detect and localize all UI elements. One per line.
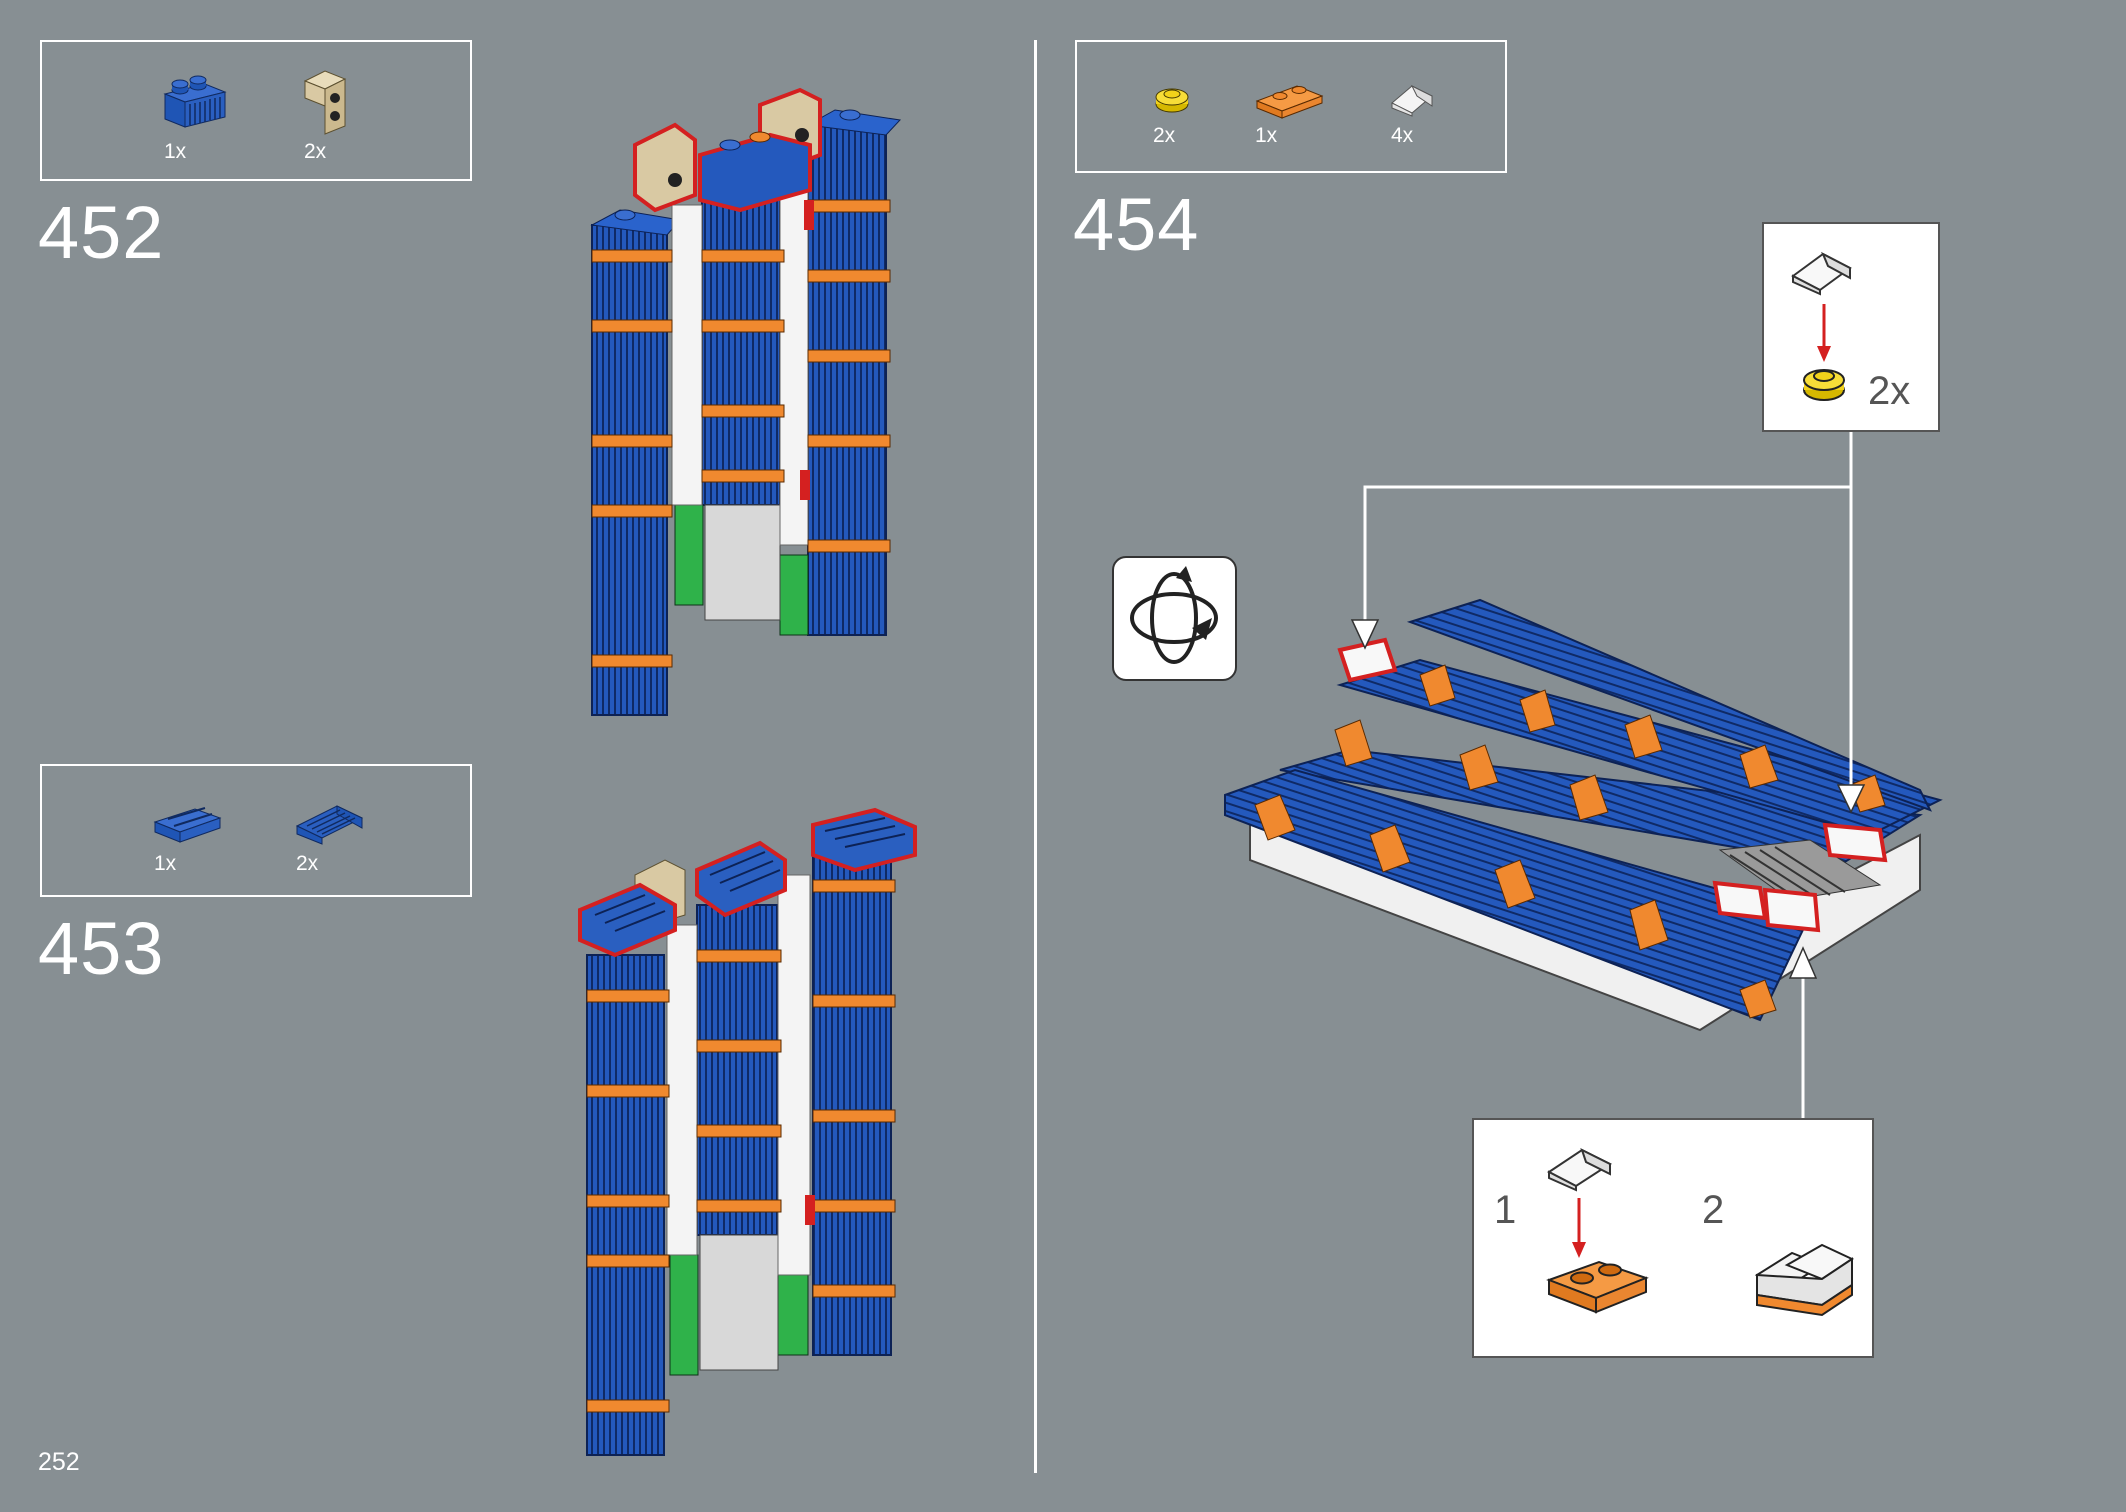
rotate-model-icon	[1112, 556, 1237, 681]
sub-step-number: 1	[1494, 1188, 1517, 1232]
parts-list-452: 1x 2x	[40, 40, 472, 181]
white-slope-icon	[1547, 1148, 1613, 1192]
part-qty: 1x	[154, 852, 177, 875]
tan-bracket-icon	[303, 70, 347, 135]
callout-slope-on-orange-plate: 1 2	[1472, 1118, 1874, 1358]
parts-list-453: 1x 2x	[40, 764, 472, 897]
yellow-round-plate-icon	[1155, 88, 1189, 113]
part-qty: 2x	[296, 852, 319, 875]
part-qty: 2x	[1153, 124, 1176, 147]
orange-plate-1x2-icon	[1546, 1260, 1649, 1314]
red-arrow-icon	[1572, 1198, 1586, 1258]
callout-slope-on-round-plate: 2x	[1762, 222, 1940, 432]
blue-slope-grille-icon	[295, 805, 364, 845]
slope-on-plate-assembled-icon	[1754, 1243, 1855, 1317]
blue-tile-grooved-icon	[153, 807, 222, 843]
callout-qty: 2x	[1868, 369, 1911, 413]
model-step-454	[1224, 598, 1943, 1032]
part-qty: 4x	[1391, 124, 1414, 147]
part-qty: 1x	[164, 140, 187, 163]
page-number: 252	[38, 1448, 80, 1476]
parts-list-454: 2x 1x 4x	[1075, 40, 1507, 173]
sub-step-number: 2	[1702, 1188, 1725, 1232]
step-number: 454	[1073, 183, 1200, 266]
part-qty: 2x	[304, 140, 327, 163]
red-arrow-icon	[1817, 304, 1831, 362]
orange-plate-1x2-icon	[1255, 85, 1324, 119]
white-slope-icon	[1391, 84, 1433, 117]
model-step-453	[578, 807, 917, 1456]
step-number: 453	[38, 907, 165, 990]
yellow-round-plate-icon	[1803, 369, 1845, 401]
blue-brick-1x2-grille-icon	[163, 75, 227, 128]
page-divider	[1034, 40, 1037, 1473]
model-step-452	[590, 87, 902, 716]
part-qty: 1x	[1255, 124, 1278, 147]
step-number: 452	[38, 191, 165, 274]
white-slope-icon	[1791, 251, 1852, 296]
